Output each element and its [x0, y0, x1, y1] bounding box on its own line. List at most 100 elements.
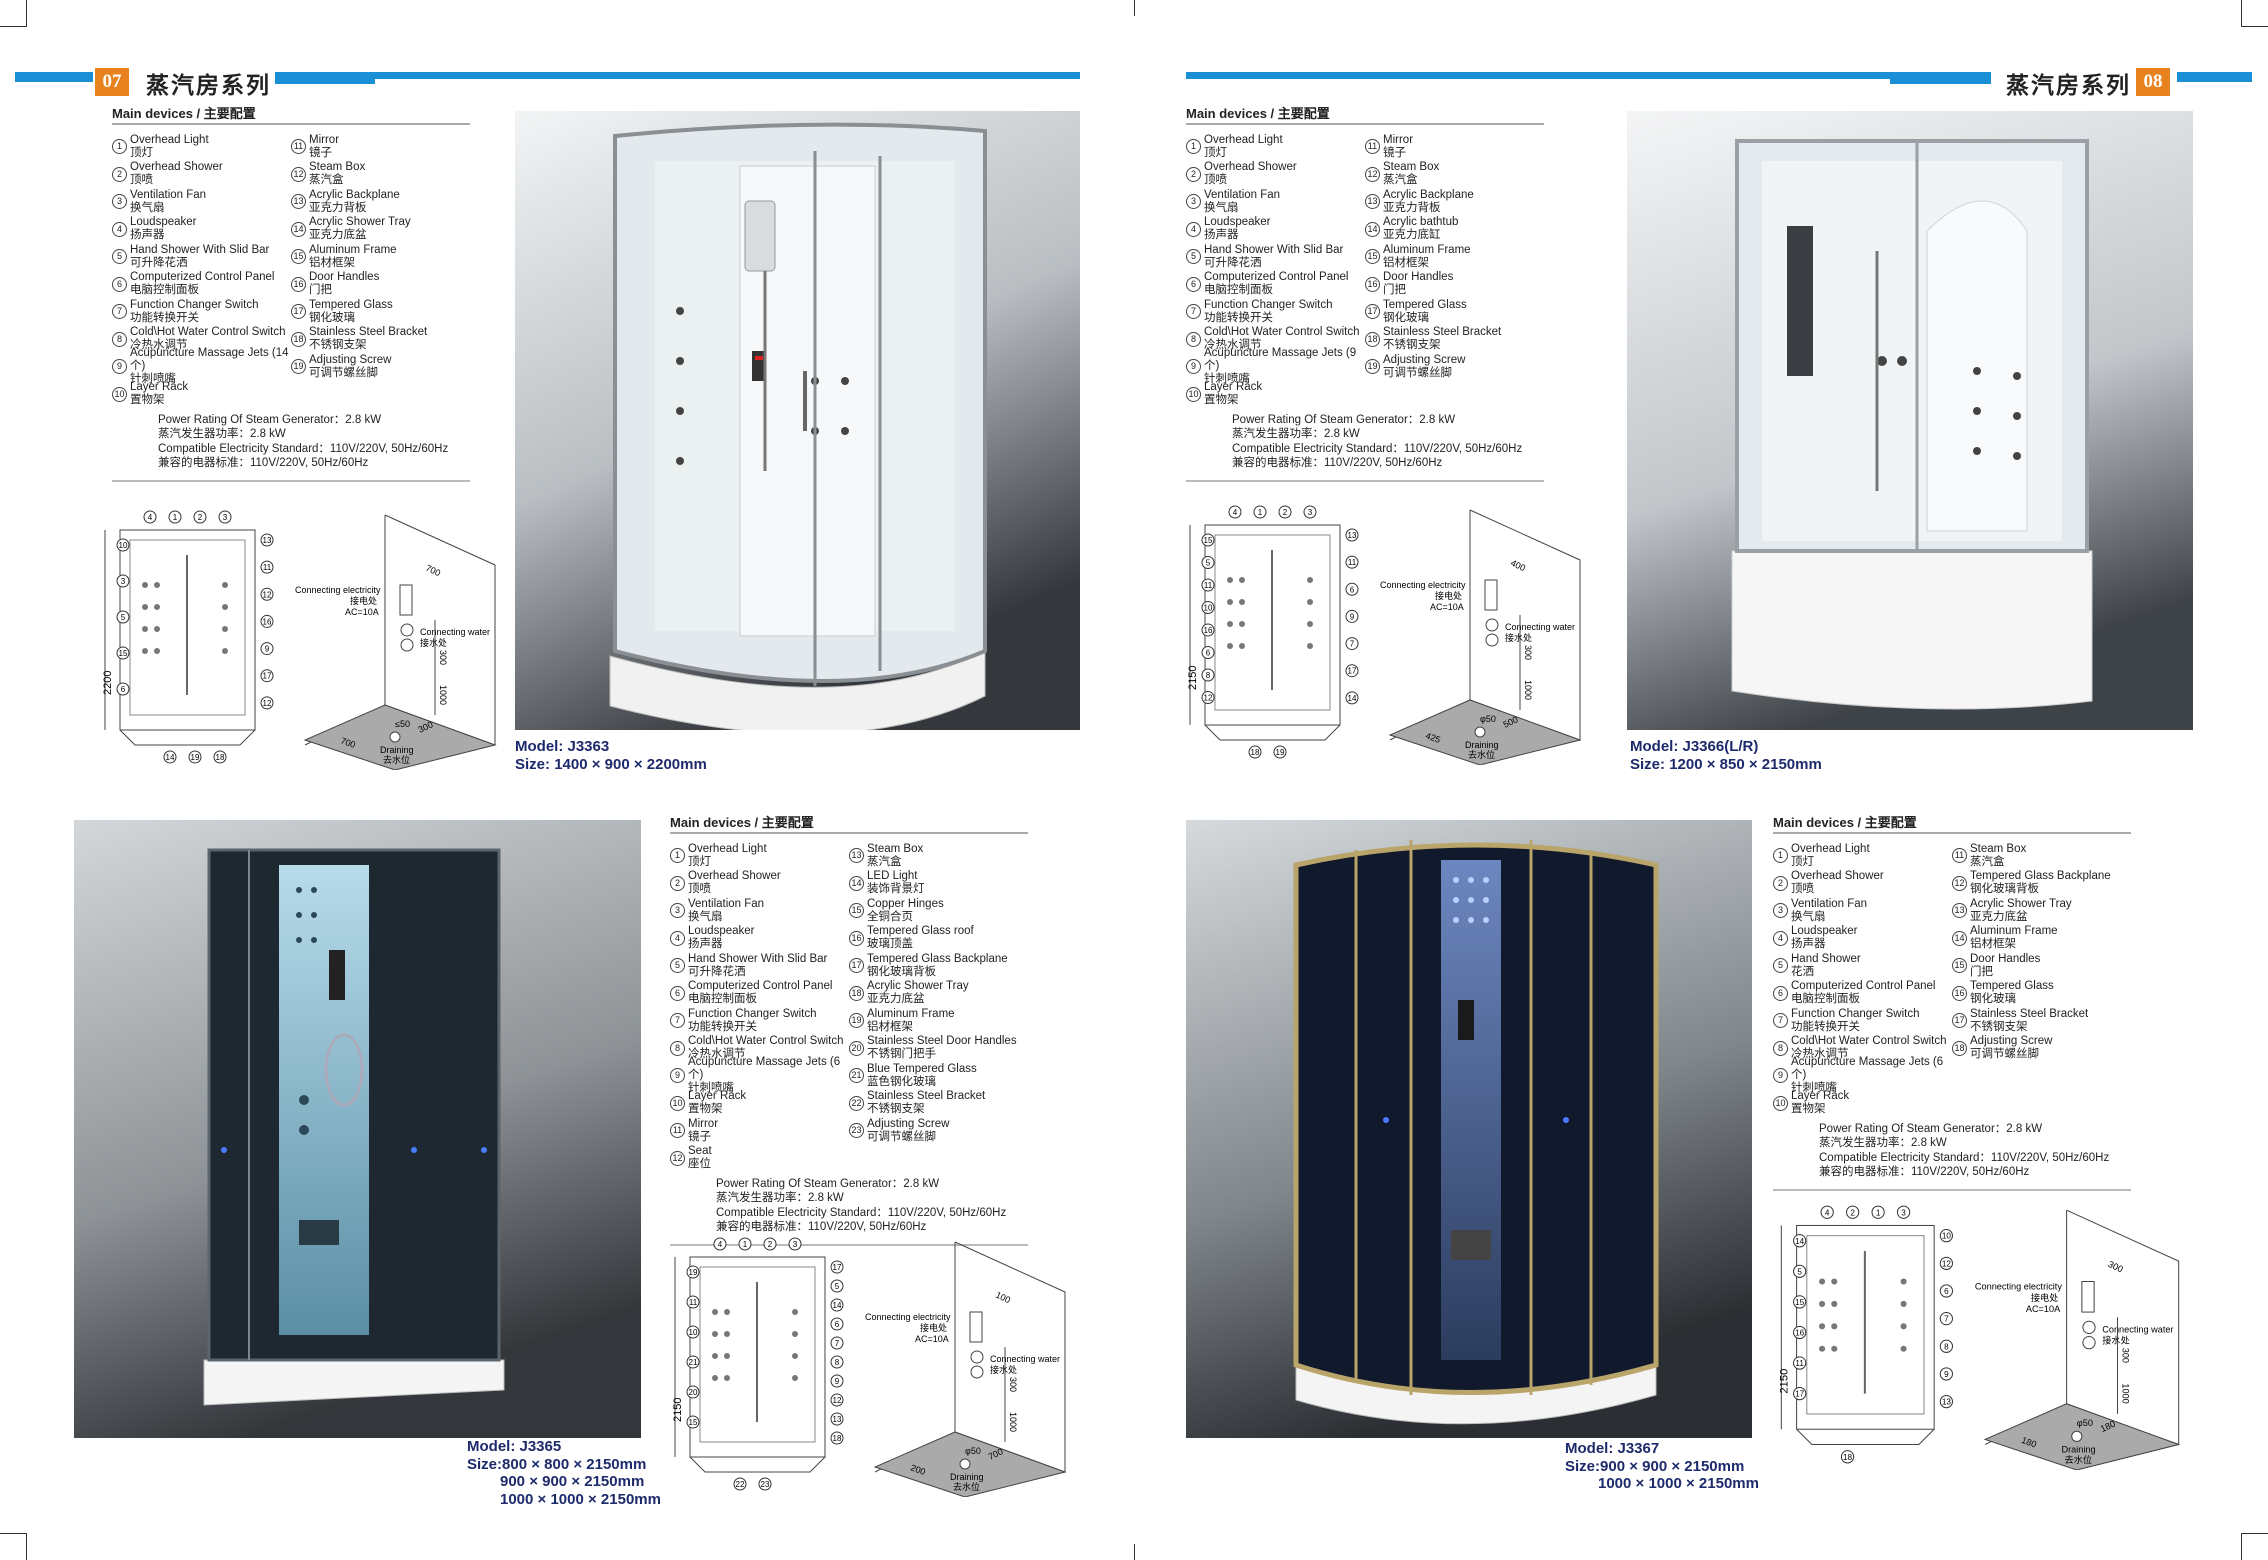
jet-icon: [1831, 1323, 1838, 1330]
callout-circle: [788, 1237, 802, 1251]
item-name-en: Layer Rack: [688, 1090, 747, 1103]
item-name-zh: 铝材框架: [309, 256, 355, 269]
electricity-standard-zh: 兼容的电器标准：110V/220V, 50Hz/60Hz: [1232, 456, 1443, 469]
item-name-zh: 蒸汽盒: [1383, 174, 1418, 187]
crop-mark: [2241, 0, 2268, 27]
item-number: 4: [1186, 221, 1201, 237]
callout-number: 11: [689, 1298, 698, 1307]
item-name-en: LED Light: [867, 870, 918, 883]
electricity-standard-zh: 兼容的电器标准：110V/220V, 50Hz/60Hz: [158, 456, 369, 469]
item-name-en: Stainless Steel Bracket: [867, 1090, 986, 1103]
callout-circle: [1939, 1367, 1953, 1381]
front-view-tray: [1204, 724, 1341, 741]
callout-number: 21: [689, 1358, 698, 1367]
item-number: 13: [1952, 903, 1967, 919]
divider: [112, 480, 470, 482]
connecting-water-label: Connecting water: [1505, 622, 1575, 632]
callout-circle: [1896, 1205, 1911, 1219]
callout-circle: [830, 1317, 844, 1331]
callout-circle: [686, 1325, 700, 1339]
item-name-zh: 功能转换开关: [130, 311, 199, 324]
item-name-zh: 顶喷: [1204, 174, 1227, 187]
item-number: 8: [1186, 331, 1201, 347]
item-number: 5: [112, 249, 127, 265]
item-name-zh: 冷热水调节: [1204, 339, 1262, 352]
item-name-en: Ventilation Fan: [130, 188, 207, 201]
connecting-water-label: Connecting water: [990, 1354, 1060, 1364]
callout-circle: [1201, 533, 1215, 547]
item-name-zh: 镜子: [309, 146, 332, 159]
callout-circle: [1939, 1229, 1953, 1243]
floor-height-dimension: 1000: [1523, 680, 1533, 700]
header-bar: [15, 72, 93, 82]
item-number: 16: [849, 930, 864, 946]
jet-icon: [1227, 599, 1233, 605]
callout-circle: [1820, 1205, 1834, 1219]
item-number: 19: [1365, 359, 1380, 375]
callout-number: 12: [1204, 694, 1213, 703]
front-view-panel: [1806, 1235, 1925, 1415]
item-name-en: Cold\Hot Water Control Switch: [1791, 1035, 1947, 1048]
item-name-en: Stainless Steel Door Handles: [867, 1035, 1017, 1048]
item-number: 3: [1186, 194, 1201, 210]
front-view-tray: [119, 729, 256, 746]
electricity-standard-en: Compatible Electricity Standard：110V/220…: [716, 1207, 1007, 1219]
item-number: 3: [112, 194, 127, 210]
callout-number: 4: [1825, 1208, 1830, 1217]
callout-number: 1: [1876, 1208, 1881, 1217]
jet-icon: [1239, 643, 1245, 649]
item-name-en: Acupuncture Massage Jets (6个): [688, 1056, 841, 1082]
jet-icon: [1227, 621, 1233, 627]
floor-dimension-a: 180: [2020, 1435, 2038, 1450]
item-name-zh: 门把: [1383, 284, 1406, 297]
item-text: Acupuncture Massage Jets (6个)针刺喷嘴: [688, 1056, 849, 1095]
item-name-en: Computerized Control Panel: [688, 980, 833, 993]
electric-socket-icon: [1484, 579, 1498, 611]
callout-number: 13: [833, 1415, 842, 1424]
front-view-panel: [129, 539, 246, 716]
ac-rating-label: AC=10A: [1430, 602, 1464, 612]
callout-circle: [738, 1237, 752, 1251]
jet-icon: [712, 1375, 718, 1381]
callout-number: 18: [216, 753, 225, 762]
item-number: 5: [1186, 249, 1201, 265]
jet-icon: [1831, 1278, 1838, 1285]
item-name-zh: 铝材框架: [1383, 256, 1429, 269]
callout-number: 2: [198, 513, 203, 522]
item-name-zh: 电脑控制面板: [688, 993, 757, 1006]
electric-socket-icon: [399, 584, 413, 616]
connecting-water-zh: 接水处: [990, 1364, 1017, 1375]
callout-number: 11: [1795, 1359, 1804, 1368]
ac-rating-label: AC=10A: [915, 1334, 949, 1344]
item-number: 7: [112, 304, 127, 320]
item-number: 16: [1952, 985, 1967, 1001]
jet-icon: [1900, 1300, 1907, 1307]
